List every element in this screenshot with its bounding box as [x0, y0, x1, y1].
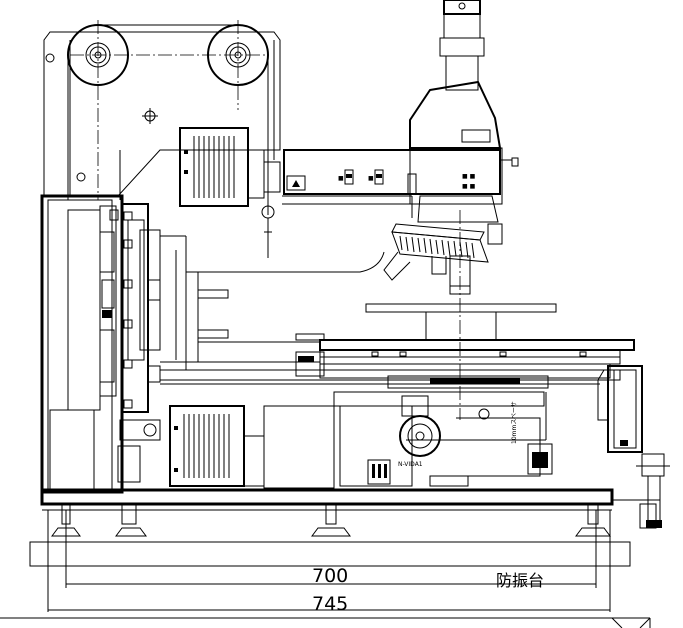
upper-motor: [179, 127, 281, 258]
arm-plate: [43, 31, 281, 200]
isolation-table: [29, 541, 631, 567]
microscope-body: ■ ■ ■ ■ ■ ■: [282, 0, 519, 245]
svg-text:■ ■: ■ ■: [462, 173, 476, 180]
mounting-plate: [159, 251, 621, 385]
dimension-700: 700: [312, 565, 348, 587]
lower-mechanism: N-VIDA1 10mmスペーサ: [333, 391, 553, 487]
revolving-nosepiece: [383, 210, 489, 420]
svg-text:■: ■: [368, 175, 374, 182]
dimension-745: 745: [312, 593, 348, 615]
jog-dial: [636, 453, 670, 528]
svg-text:■: ■: [338, 175, 344, 182]
dimension-lines: [0, 510, 651, 628]
svg-text:■ ■: ■ ■: [462, 183, 476, 190]
base-frame: [40, 488, 660, 537]
lower-motor: [117, 405, 335, 489]
side-controller: [597, 365, 643, 453]
base-label: 防振台: [496, 571, 544, 590]
column-slide: [121, 203, 187, 413]
nameplate-label: N-VIDA1: [398, 461, 423, 468]
control-cabinet: [40, 194, 124, 494]
stage: [295, 303, 635, 389]
spacer-label: 10mmスペーサ: [511, 401, 518, 444]
